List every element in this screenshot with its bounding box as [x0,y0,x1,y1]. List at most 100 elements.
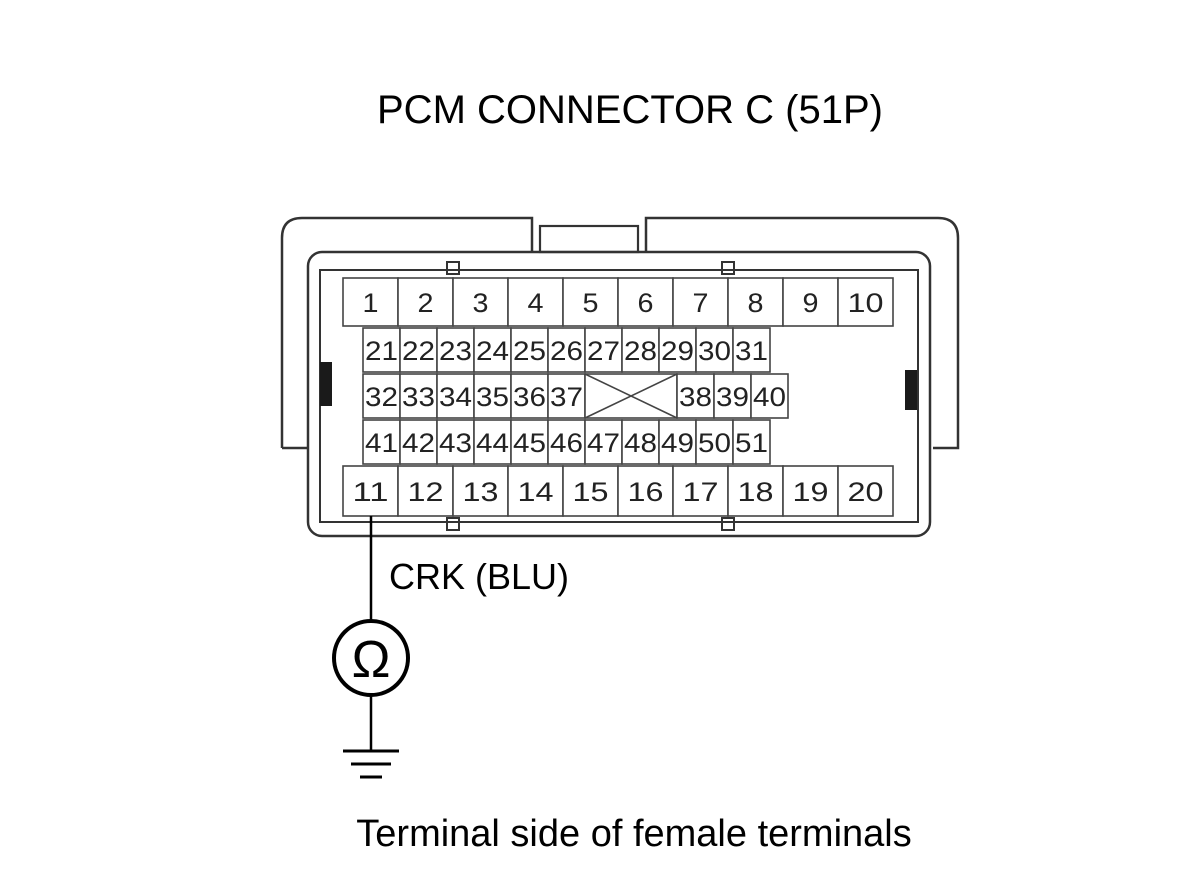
pin-label-28: 28 [624,336,657,366]
pin-label-33: 33 [402,382,435,412]
pin-label-36: 36 [513,382,546,412]
pin-cavity-7 [672,277,729,327]
pin-cavity-48 [621,419,660,465]
pin-cavity-5 [562,277,619,327]
pin-cavity-23 [436,327,475,373]
pin-label-47: 47 [587,428,620,458]
pin-label-39: 39 [716,382,749,412]
connector-housing [280,216,960,538]
pin-label-3: 3 [473,288,489,318]
pin-cavity-25 [510,327,549,373]
left-lock [320,362,332,406]
pin-cavity-49 [658,419,697,465]
pin-label-48: 48 [624,428,657,458]
pin-cavity-36 [510,373,549,419]
pin-label-32: 32 [365,382,398,412]
pin-label-21: 21 [365,336,398,366]
pin-cavity-14 [507,465,564,517]
pin-cavity-12 [397,465,454,517]
pin-label-40: 40 [753,382,786,412]
pin-cavity-51 [732,419,771,465]
pin-label-38: 38 [679,382,712,412]
pin-cavity-8 [727,277,784,327]
pin-label-15: 15 [573,477,609,507]
pin-label-18: 18 [738,477,774,507]
pin-label-4: 4 [528,288,544,318]
pin-label-35: 35 [476,382,509,412]
pin-label-10: 10 [848,288,884,318]
right-lock [905,370,917,410]
pin-label-45: 45 [513,428,546,458]
pin-label-25: 25 [513,336,546,366]
pin-label-23: 23 [439,336,472,366]
pin-cavity-33 [399,373,438,419]
pin-cavity-47 [584,419,623,465]
diagram-title: PCM CONNECTOR C (51P) [377,88,883,132]
wire-label: CRK (BLU) [389,556,569,597]
pin-cavity-11 [342,465,399,517]
pin-label-29: 29 [661,336,694,366]
pin-cavity-45 [510,419,549,465]
pin-label-50: 50 [698,428,731,458]
pin-label-12: 12 [408,477,444,507]
pin-label-8: 8 [748,288,764,318]
pin-cavity-16 [617,465,674,517]
pin-label-34: 34 [439,382,472,412]
pin-label-6: 6 [638,288,654,318]
pin-label-13: 13 [463,477,499,507]
pin-label-2: 2 [418,288,434,318]
pin-label-7: 7 [693,288,709,318]
pin-cavity-34 [436,373,475,419]
pin-cavity-22 [399,327,438,373]
pin-cavity-31 [732,327,771,373]
pin-cavity-24 [473,327,512,373]
pin-cavity-1 [342,277,399,327]
pin-label-31: 31 [735,336,768,366]
pin-label-5: 5 [583,288,599,318]
pin-label-37: 37 [550,382,583,412]
pin-label-1: 1 [363,288,379,318]
pin-label-17: 17 [683,477,719,507]
pin-label-42: 42 [402,428,435,458]
pin-cavity-32 [362,373,401,419]
pin-label-46: 46 [550,428,583,458]
ground-icon [343,749,399,779]
pin-cavity-13 [452,465,509,517]
pin-cavity-40 [750,373,789,419]
ohm-symbol: Ω [352,631,391,689]
pin-cavity-20 [837,465,894,517]
pin-cavity-19 [782,465,839,517]
pin-label-27: 27 [587,336,620,366]
footer-caption: Terminal side of female terminals [356,813,911,855]
pin-label-14: 14 [518,477,554,507]
pin-cavity-26 [547,327,586,373]
pin-label-51: 51 [735,428,768,458]
pin-label-26: 26 [550,336,583,366]
pin-cavity-28 [621,327,660,373]
pin-label-44: 44 [476,428,509,458]
pin-cavity-18 [727,465,784,517]
pin-cavity-41 [362,419,401,465]
pin-label-11: 11 [353,477,389,507]
pin-cavity-35 [473,373,512,419]
pin-label-16: 16 [628,477,664,507]
pin-cavity-21 [362,327,401,373]
pin-cavity-50 [695,419,734,465]
pin-cavity-27 [584,327,623,373]
pin-label-22: 22 [402,336,435,366]
pin-label-49: 49 [661,428,694,458]
pin-label-19: 19 [793,477,829,507]
pin-cavity-15 [562,465,619,517]
pin-cavity-10 [837,277,894,327]
pin-label-9: 9 [803,288,819,318]
pin-label-43: 43 [439,428,472,458]
pin-label-30: 30 [698,336,731,366]
blank-cavity-cross [584,373,678,419]
pin-label-20: 20 [848,477,884,507]
pin-label-24: 24 [476,336,509,366]
pin-cavity-29 [658,327,697,373]
pin-label-41: 41 [365,428,398,458]
pin-cavity-6 [617,277,674,327]
